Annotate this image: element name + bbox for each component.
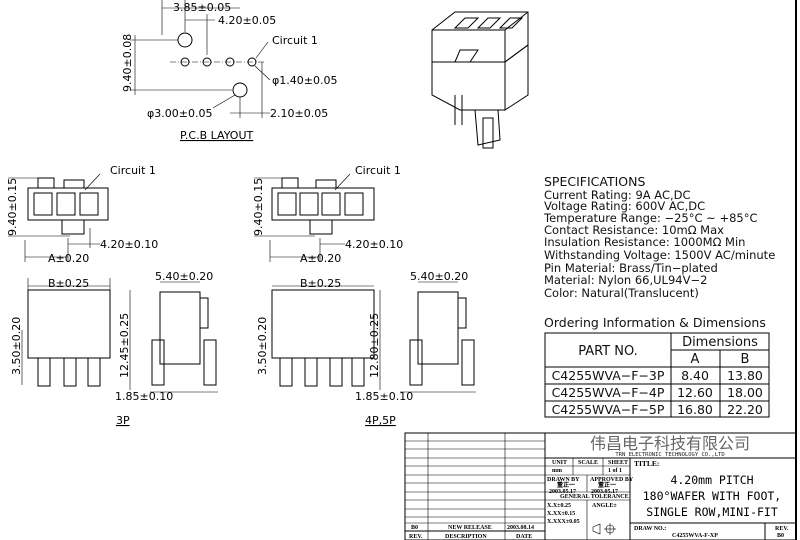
rev-label: REV. [775,526,789,532]
unit-label: UNIT [552,460,567,466]
col-a: A [691,352,700,367]
dim-pitch: 4.20±0.10 [345,238,403,251]
dim-height: 9.40±0.15 [6,178,19,236]
view-label: 3P [116,414,130,427]
spec-line: Current Rating: 9A AC,DC [544,188,691,202]
circuit-1-label: Circuit 1 [110,164,156,177]
spec-heading: SPECIFICATIONS [544,174,645,189]
dim-1-85: 1.85±0.10 [355,390,413,403]
dim-side: 5.40±0.20 [410,270,468,283]
ordering-table: Ordering Information & Dimensions PART N… [544,315,770,418]
spec-line: Insulation Resistance: 1000MΩ Min [544,235,745,249]
pcb-layout-title: P.C.B LAYOUT [180,129,254,142]
spec-line: Material: Nylon 66,UL94V−2 [544,273,707,287]
tolerance-3: X.XXX±0.05 [547,519,580,525]
part-cell: C4255WVA−F−5P [552,402,665,417]
col-b: B [741,352,750,367]
drawn-by: 董正一 [557,481,575,489]
revision-date: 2003.08.14 [507,525,534,531]
revision-rev: B0 [411,525,418,531]
b-cell: 13.80 [727,368,763,383]
description-column-header: DESCRIPTION [445,534,487,540]
dim-total-height: 12.45±0.25 [118,313,131,378]
tolerance-1: X.X±0.25 [547,503,571,509]
dim-phi-3-00: φ3.00±0.05 [147,107,212,120]
rev-column-header: REV. [409,534,423,540]
approved-date: 2003.05.17 [591,489,618,495]
title-block: 伟昌电子科技有限公司 TRN ELECTRONIC TECHNOLOGY CO.… [404,432,797,540]
title-line: 4.20mm PITCH [670,473,753,487]
isometric-view [431,11,529,149]
approved-by: 董正一 [598,481,616,489]
projection-symbol-icon [592,523,616,535]
spec-line: Temperature Range: −25°C ~ +85°C [543,211,758,225]
dim-9-40: 9.40±0.08 [121,34,134,92]
part-cell: C4255WVA−F−4P [552,385,665,400]
ordering-heading: Ordering Information & Dimensions [544,315,766,330]
view-3p: Circuit 1 9.40±0.15 A±0.20 4.20±0.10 B±0… [6,164,218,427]
dim-height: 9.40±0.15 [252,178,265,236]
spec-line: Contact Resistance: 10mΩ Max [544,223,724,237]
spec-line: Voltage Rating: 600V AC,DC [544,199,705,213]
dim-total-height: 12.80±0.25 [368,313,381,378]
drawn-by-label: DRAWN BY [547,477,580,483]
b-cell: 22.20 [727,402,763,417]
draw-no-label: DRAW NO.: [634,526,666,532]
dim-pitch: 4.20±0.10 [100,238,158,251]
dim-4-20: 4.20±0.05 [218,14,276,27]
rev-value: B0 [777,533,784,539]
b-cell: 18.00 [727,385,763,400]
dim-3-50: 3.50±0.20 [256,317,269,375]
approved-by-label: APPROVED BY [590,477,634,483]
dim-side: 5.40±0.20 [155,270,213,283]
specifications: SPECIFICATIONS Current Rating: 9A AC,DC … [543,174,775,300]
tolerance-2: X.XX±0.15 [547,511,575,517]
pcb-layout: 3.85±0.05 4.20±0.05 Circuit 1 9.40±0.08 … [121,0,337,142]
dim-1-85: 1.85±0.10 [115,390,173,403]
dim-a: A±0.20 [300,252,341,265]
title-line: 180°WAFER WITH FOOT, [643,489,781,503]
col-dimensions: Dimensions [682,335,758,350]
spec-line: Pin Material: Brass/Tin−plated [544,261,718,275]
company-name-cn: 伟昌电子科技有限公司 [590,434,750,453]
drawn-date: 2003.05.17 [549,489,576,495]
angle-label: ANGLE± [592,503,617,509]
col-part-no: PART NO. [578,344,638,359]
view-label: 4P,5P [365,414,396,427]
revision-description: NEW RELEASE [448,525,492,531]
unit-value: mm [552,468,562,474]
sheet-value: 1 of 1 [608,468,622,474]
a-cell: 12.60 [677,385,713,400]
part-cell: C4255WVA−F−3P [552,368,665,383]
dim-b: B±0.25 [300,277,341,290]
a-cell: 8.40 [681,368,709,383]
dim-3-50: 3.50±0.20 [10,317,23,375]
title-line: SINGLE ROW,MINI-FIT [646,505,778,519]
tolerance-label: GENERAL TOLERANCE [560,494,629,500]
dim-a: A±0.20 [48,252,89,265]
date-column-header: DATE [516,534,532,540]
spec-line: Withstanding Voltage: 1500V AC/minute [544,248,775,262]
dim-2-10: 2.10±0.05 [270,107,328,120]
spec-line: Color: Natural(Translucent) [544,286,699,300]
sheet-label: SHEET [608,460,628,466]
scale-label: SCALE [578,460,598,466]
a-cell: 16.80 [677,402,713,417]
circuit-1-label: Circuit 1 [272,34,318,47]
company-name-en: TRN ELECTRONIC TECHNOLOGY CO.,LTD [615,452,724,458]
draw-no: C4255WVA-F-XP [672,533,718,539]
title-label: TITLE: [634,459,659,468]
dim-phi-1-40: φ1.40±0.05 [272,74,337,87]
dim-3-85: 3.85±0.05 [173,1,231,14]
view-4p5p: Circuit 1 9.40±0.15 A±0.20 4.20±0.10 B±0… [252,164,476,427]
circuit-1-label: Circuit 1 [355,164,401,177]
dim-b: B±0.25 [48,277,89,290]
